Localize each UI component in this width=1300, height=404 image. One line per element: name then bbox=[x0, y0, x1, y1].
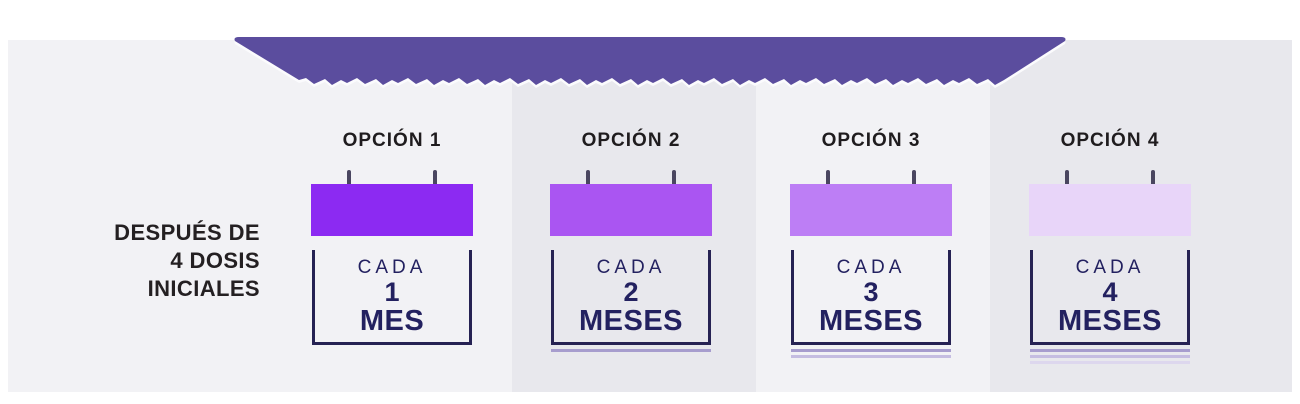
calendar-1-icon: CADA 1 MES bbox=[311, 170, 473, 380]
interval-unit: MESES bbox=[818, 305, 924, 337]
left-note-line-2: 4 DOSIS bbox=[170, 248, 260, 273]
interval-unit: MESES bbox=[1057, 305, 1163, 337]
interval-number: 2 bbox=[623, 277, 639, 307]
calendar-3-header-bar bbox=[790, 184, 952, 236]
option-4-title: OPCIÓN 4 bbox=[1060, 130, 1160, 151]
calendar-4-body: CADA 4 MESES bbox=[1030, 250, 1190, 345]
calendar-2-header-bar bbox=[550, 184, 712, 236]
calendar-2-icon: CADA 2 MESES bbox=[550, 170, 712, 380]
option-2-title: OPCIÓN 2 bbox=[581, 130, 681, 151]
option-4-column: OPCIÓN 4 CADA 4 MESES bbox=[1029, 120, 1191, 385]
left-note-line-3: INICIALES bbox=[147, 276, 260, 301]
stacked-page-line bbox=[551, 349, 711, 352]
calendar-1-header-bar bbox=[311, 184, 473, 236]
calendar-3-body: CADA 3 MESES bbox=[791, 250, 951, 345]
left-note-line-1: DESPUÉS DE bbox=[114, 220, 260, 245]
stacked-page-line bbox=[1030, 361, 1190, 364]
every-label: CADA bbox=[357, 257, 427, 278]
calendar-3-icon: CADA 3 MESES bbox=[790, 170, 952, 380]
every-label: CADA bbox=[596, 257, 666, 278]
every-label: CADA bbox=[836, 257, 906, 278]
option-3-column: OPCIÓN 3 CADA 3 MESES bbox=[790, 120, 952, 385]
option-2-column: OPCIÓN 2 CADA 2 MESES bbox=[550, 120, 712, 385]
calendar-4-header-bar bbox=[1029, 184, 1191, 236]
calendar-1-body: CADA 1 MES bbox=[312, 250, 472, 345]
interval-unit: MESES bbox=[578, 305, 684, 337]
option-3-title: OPCIÓN 3 bbox=[821, 130, 921, 151]
banner-ribbon bbox=[234, 37, 1066, 88]
stacked-page-line bbox=[1030, 349, 1190, 352]
banner-shape-clipped-text-edge bbox=[234, 37, 1066, 85]
stacked-page-line bbox=[791, 349, 951, 352]
stacked-page-line bbox=[791, 355, 951, 358]
stacked-page-line bbox=[1030, 355, 1190, 358]
option-1-title: OPCIÓN 1 bbox=[342, 130, 442, 151]
interval-unit: MES bbox=[359, 305, 425, 337]
every-label: CADA bbox=[1075, 257, 1145, 278]
option-1-column: OPCIÓN 1 CADA 1 MES bbox=[311, 120, 473, 385]
interval-number: 3 bbox=[863, 277, 879, 307]
calendar-2-body: CADA 2 MESES bbox=[551, 250, 711, 345]
interval-number: 1 bbox=[384, 277, 400, 307]
left-note: DESPUÉS DE 4 DOSIS INICIALES bbox=[40, 219, 260, 303]
calendar-4-icon: CADA 4 MESES bbox=[1029, 170, 1191, 380]
interval-number: 4 bbox=[1102, 277, 1118, 307]
